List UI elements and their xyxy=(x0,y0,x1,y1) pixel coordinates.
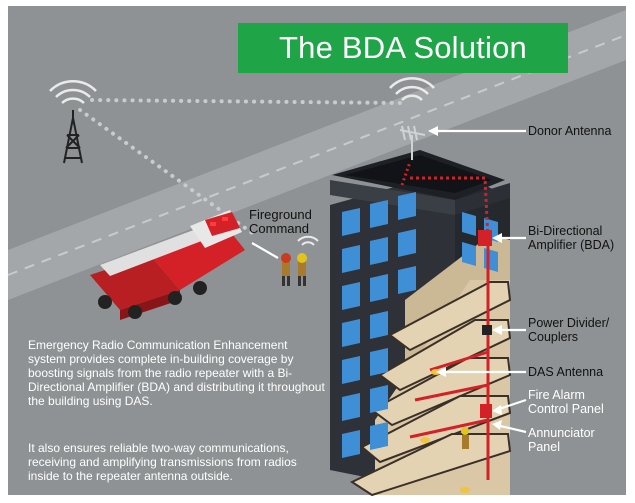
label-das-antenna: DAS Antenna xyxy=(528,365,604,379)
window xyxy=(398,266,416,294)
building-windows xyxy=(342,192,498,458)
window xyxy=(370,348,388,376)
fire-truck-icon xyxy=(90,210,245,320)
label-power-divider: Power Divider/ Couplers xyxy=(528,316,610,344)
window xyxy=(398,192,416,220)
fireground-signal-icon xyxy=(297,235,319,246)
window xyxy=(342,430,360,458)
arrow-heads xyxy=(428,126,502,430)
title-banner: The BDA Solution xyxy=(238,23,568,73)
interior-firefighter xyxy=(462,435,469,449)
window xyxy=(370,274,388,302)
power-divider-box xyxy=(482,325,492,335)
description-paragraph-2: It also ensures reliable two-way communi… xyxy=(28,441,297,483)
description-paragraph-1: Emergency Radio Communication Enhancemen… xyxy=(28,338,325,408)
window xyxy=(342,245,360,273)
radio-tower-icon xyxy=(63,110,83,164)
window xyxy=(342,356,360,384)
window xyxy=(342,282,360,310)
window xyxy=(370,422,388,450)
window xyxy=(342,208,360,236)
window xyxy=(370,237,388,265)
fire-alarm-panel xyxy=(480,404,492,418)
das-antenna-dot xyxy=(420,437,430,443)
das-antenna-dot xyxy=(460,487,470,493)
window xyxy=(462,212,476,236)
window xyxy=(370,385,388,413)
label-fireground: Fireground Command xyxy=(249,207,312,236)
window xyxy=(342,319,360,347)
signal-path-tower-to-donor xyxy=(90,98,402,105)
window xyxy=(342,393,360,421)
window xyxy=(484,248,498,272)
tower-signal-icon xyxy=(49,80,97,104)
label-donor-antenna: Donor Antenna xyxy=(528,124,612,138)
window xyxy=(398,229,416,257)
bda-box xyxy=(478,230,492,246)
label-fire-alarm: Fire Alarm Control Panel xyxy=(528,388,604,416)
label-annunciator: Annunciator Panel xyxy=(528,426,595,454)
window xyxy=(370,311,388,339)
road-center-line xyxy=(7,34,627,276)
firefighters-icon xyxy=(281,253,307,286)
window xyxy=(370,200,388,228)
donor-signal-icon xyxy=(389,77,435,101)
building-floors xyxy=(349,281,512,497)
page-title: The BDA Solution xyxy=(279,30,527,65)
window xyxy=(462,242,476,266)
label-bda: Bi-Directional Amplifier (BDA) xyxy=(528,224,615,252)
das-cable xyxy=(400,161,490,480)
donor-antenna-icon xyxy=(399,125,426,160)
